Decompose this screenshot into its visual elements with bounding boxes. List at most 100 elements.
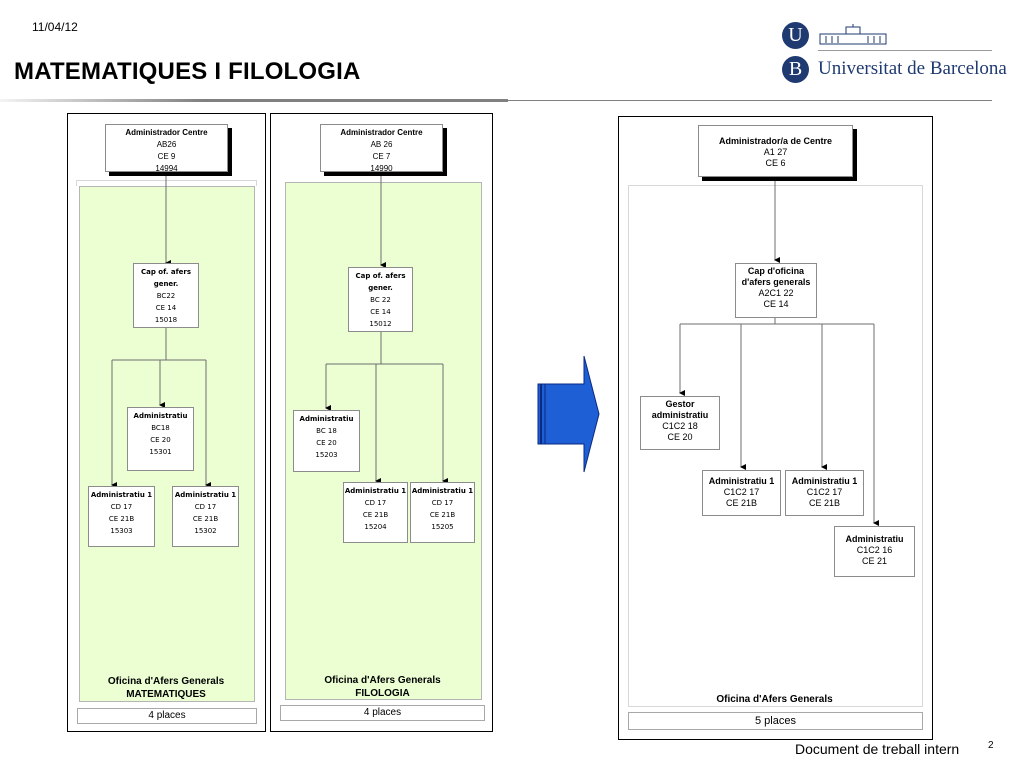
box-line: 15204 [364, 523, 387, 531]
box-line: AB26 [156, 140, 177, 149]
box-line: CD 17 [194, 503, 217, 511]
page-title: MATEMATIQUES I FILOLOGIA [14, 58, 361, 85]
box-line: CE 14 [370, 308, 391, 316]
date-label: 11/04/12 [32, 20, 78, 34]
box-line: 15018 [154, 316, 178, 324]
box-line: A1 27 [763, 147, 788, 157]
box-line: AB 26 [370, 140, 393, 149]
box-title: Administrador Centre [125, 128, 208, 137]
box-title: Administratiu 1 [791, 476, 858, 486]
admin-centre-box: Administrador Centre AB26 CE 9 14994 [105, 124, 228, 173]
building-icon [819, 24, 887, 45]
box-title: gener. [368, 284, 393, 292]
box-line: CE 20 [667, 432, 693, 442]
box-title: Administratiu 1 [174, 491, 237, 499]
box-line: CE 6 [765, 158, 786, 168]
box-line: C1C2 18 [662, 421, 698, 431]
box-line: 15012 [369, 320, 392, 328]
box-line: BC 22 [370, 296, 391, 304]
box-title: gener. [153, 280, 179, 288]
cap-afers-box: Cap of. afers gener. BC22 CE 14 15018 [133, 263, 199, 328]
box-line: C1C2 17 [723, 487, 760, 497]
box-line: 15203 [315, 451, 338, 459]
transition-arrow-icon [537, 355, 600, 473]
box-title: Administratiu 1 [344, 487, 407, 495]
box-line: 15302 [194, 527, 217, 535]
box-line: CE 14 [763, 299, 789, 309]
box-line: CE 21B [192, 515, 219, 523]
footer-text: Document de treball intern [795, 741, 960, 757]
box-line: 15205 [431, 523, 454, 531]
box-line: BC22 [156, 292, 176, 300]
box-line: CE 21B [108, 515, 135, 523]
box-title: Administrador/a de Centre [718, 136, 833, 146]
administratiu-1-box: Administratiu 1 CD 17 CE 21B 15303 [88, 486, 155, 547]
box-line: CE 14 [155, 304, 177, 312]
box-title: Administratiu [133, 412, 188, 420]
box-title: Cap of. afers [355, 272, 406, 280]
admin-centre-box: Administrador Centre AB 26 CE 7 14990 [320, 124, 443, 173]
box-title: Administratiu 1 [708, 476, 775, 486]
title-divider [0, 99, 508, 102]
administratiu-1-box: Administratiu 1 CD 17 CE 21B 15204 [343, 482, 408, 543]
box-line: 15301 [149, 448, 172, 456]
box-line: CE 21B [429, 511, 456, 519]
box-title: Cap d'oficina [747, 266, 805, 276]
box-line: CE 21B [725, 498, 758, 508]
caption-line: Oficina d'Afers Generals [324, 675, 441, 686]
box-line: CD 17 [431, 499, 454, 507]
administratiu-1-box: Administratiu 1 C1C2 17 CE 21B [702, 470, 781, 516]
box-line: 15303 [110, 527, 133, 535]
places-count: 5 places [628, 712, 923, 730]
box-title: Administratiu 1 [411, 487, 474, 495]
places-count: 4 places [280, 705, 485, 721]
cap-oficina-box: Cap d'oficina d'afers generals A2C1 22 C… [735, 263, 817, 318]
office-caption: Oficina d'Afers Generals [716, 694, 833, 705]
box-line: CE 20 [316, 439, 337, 447]
gestor-box: Gestor administratiu C1C2 18 CE 20 [640, 396, 720, 450]
office-caption: Oficina d'Afers Generals MATEMATIQUES [80, 675, 252, 701]
box-line: CE 21 [861, 556, 887, 566]
box-line: CE 7 [372, 152, 391, 161]
box-line: CD 17 [364, 499, 387, 507]
caption-line: MATEMATIQUES [126, 689, 206, 700]
box-line: BC18 [151, 424, 170, 432]
logo-text: Universitat de Barcelona [818, 58, 1007, 79]
title-divider-right [508, 100, 992, 101]
box-title: Administratiu 1 [90, 491, 153, 499]
logo-divider [818, 50, 992, 51]
box-line: 14990 [370, 164, 393, 173]
caption-line: Oficina d'Afers Generals [107, 676, 225, 687]
box-title: Administratiu [845, 534, 904, 544]
box-title: d'afers generals [741, 277, 811, 287]
green-area-top-matematiques [76, 180, 257, 186]
administratiu-box: Administratiu BC 18 CE 20 15203 [293, 410, 360, 472]
box-line: 14994 [155, 164, 178, 173]
box-line: CD 17 [110, 503, 133, 511]
administratiu-1-box: Administratiu 1 CD 17 CE 21B 15205 [410, 482, 475, 543]
administratiu-box: Administratiu BC18 CE 20 15301 [127, 407, 194, 471]
admin-centre-box: Administrador/a de Centre A1 27 CE 6 [698, 125, 853, 177]
box-line: CE 9 [157, 152, 176, 161]
logo-b-icon: B [782, 56, 809, 83]
caption-line: FILOLOGIA [355, 688, 410, 699]
box-line: BC 18 [316, 427, 337, 435]
box-title: Administratiu [299, 415, 354, 423]
box-line: C1C2 16 [856, 545, 893, 555]
places-count: 4 places [77, 708, 257, 724]
logo-u-icon: U [782, 22, 809, 49]
cap-afers-box: Cap of. afers gener. BC 22 CE 14 15012 [348, 267, 413, 332]
box-title: administratiu [651, 410, 709, 420]
box-line: C1C2 17 [806, 487, 843, 497]
box-line: CE 21B [808, 498, 841, 508]
administratiu-1-box: Administratiu 1 CD 17 CE 21B 15302 [172, 486, 239, 547]
administratiu-1-box: Administratiu 1 C1C2 17 CE 21B [785, 470, 864, 516]
box-line: CE 21B [362, 511, 389, 519]
page-number: 2 [988, 740, 994, 751]
office-caption: Oficina d'Afers Generals FILOLOGIA [285, 674, 480, 700]
administratiu-box: Administratiu C1C2 16 CE 21 [834, 526, 915, 577]
box-line: A2C1 22 [758, 288, 794, 298]
box-line: CE 20 [150, 436, 171, 444]
box-title: Cap of. afers [140, 268, 191, 276]
box-title: Administrador Centre [340, 128, 423, 137]
